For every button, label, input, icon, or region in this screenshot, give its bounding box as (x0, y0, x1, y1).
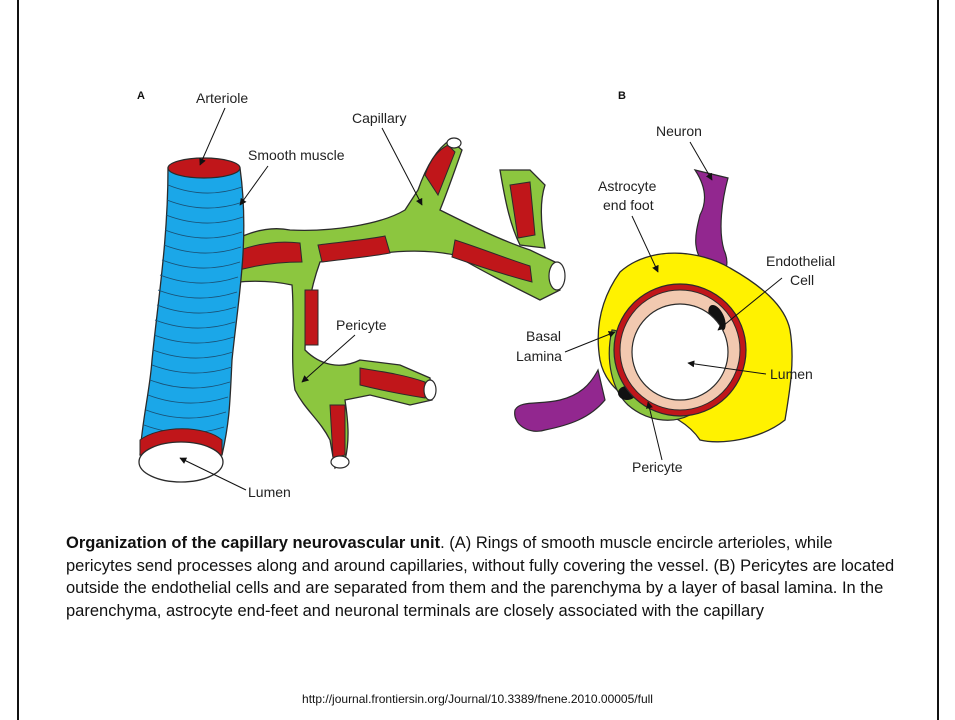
capillary-vessel-segments (228, 145, 535, 458)
figure-caption: Organization of the capillary neurovascu… (66, 532, 896, 622)
source-url: http://journal.frontiersin.org/Journal/1… (0, 692, 955, 706)
label-smooth-muscle: Smooth muscle (248, 147, 345, 163)
capillary-network (215, 140, 560, 468)
label-lumen-b: Lumen (770, 366, 813, 382)
arrow-capillary (382, 128, 422, 205)
capillary-end-right (549, 262, 565, 290)
label-basal-1: Basal (526, 328, 561, 344)
neuron-bottom (515, 370, 605, 431)
label-basal-2: Lamina (516, 348, 562, 364)
label-pericyte-a: Pericyte (336, 317, 387, 333)
label-endothelial-1: Endothelial (766, 253, 835, 269)
label-endothelial-2: Cell (790, 272, 814, 288)
label-capillary: Capillary (352, 110, 406, 126)
panel-b-label: B (618, 90, 626, 102)
caption-title: Organization of the capillary neurovascu… (66, 534, 440, 552)
label-astrocyte-1: Astrocyte (598, 178, 657, 194)
label-lumen-a: Lumen (248, 484, 291, 500)
arrow-smooth-muscle (240, 166, 268, 205)
capillary-end-bottom (331, 456, 349, 468)
neurovascular-figure: A (0, 0, 955, 520)
arrow-arteriole (200, 108, 225, 165)
label-neuron: Neuron (656, 123, 702, 139)
label-arteriole: Arteriole (196, 90, 248, 106)
arteriole (139, 158, 244, 482)
capillary-end-top (447, 138, 461, 148)
label-pericyte-b: Pericyte (632, 459, 683, 475)
panel-a-label: A (137, 90, 145, 102)
label-astrocyte-2: end foot (603, 197, 654, 213)
capillary-end-lower (424, 380, 436, 400)
lumen-b (632, 304, 728, 400)
